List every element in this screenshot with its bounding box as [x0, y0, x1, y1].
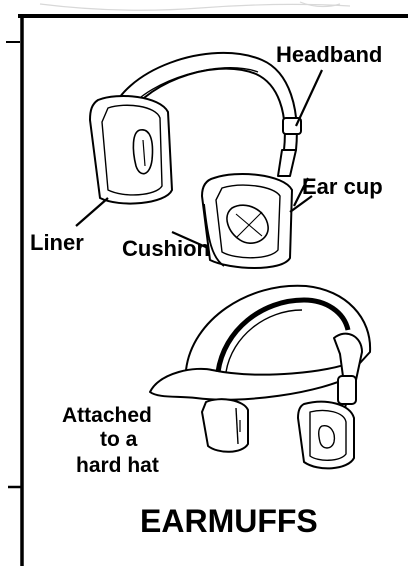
hard-hat-left-cup — [202, 399, 248, 452]
label-ear-cup: Ear cup — [302, 174, 383, 199]
frame — [6, 14, 408, 566]
left-ear-cup — [90, 96, 172, 204]
top-edge-remnant — [40, 2, 350, 10]
label-headband: Headband — [276, 42, 382, 67]
liner-leader — [76, 198, 108, 226]
label-liner: Liner — [30, 230, 84, 255]
headband-leader — [296, 70, 322, 126]
hard-hat-earmuffs — [150, 286, 370, 469]
hard-hat-right-cup — [298, 402, 354, 469]
label-cushion: Cushion — [122, 236, 210, 261]
diagram-title: EARMUFFS — [140, 503, 318, 539]
label-hard-hat-line1: Attached — [62, 404, 152, 427]
right-ear-cup — [202, 174, 292, 268]
label-hard-hat-line2: to a — [100, 428, 138, 451]
label-hard-hat-line3: hard hat — [76, 454, 159, 477]
